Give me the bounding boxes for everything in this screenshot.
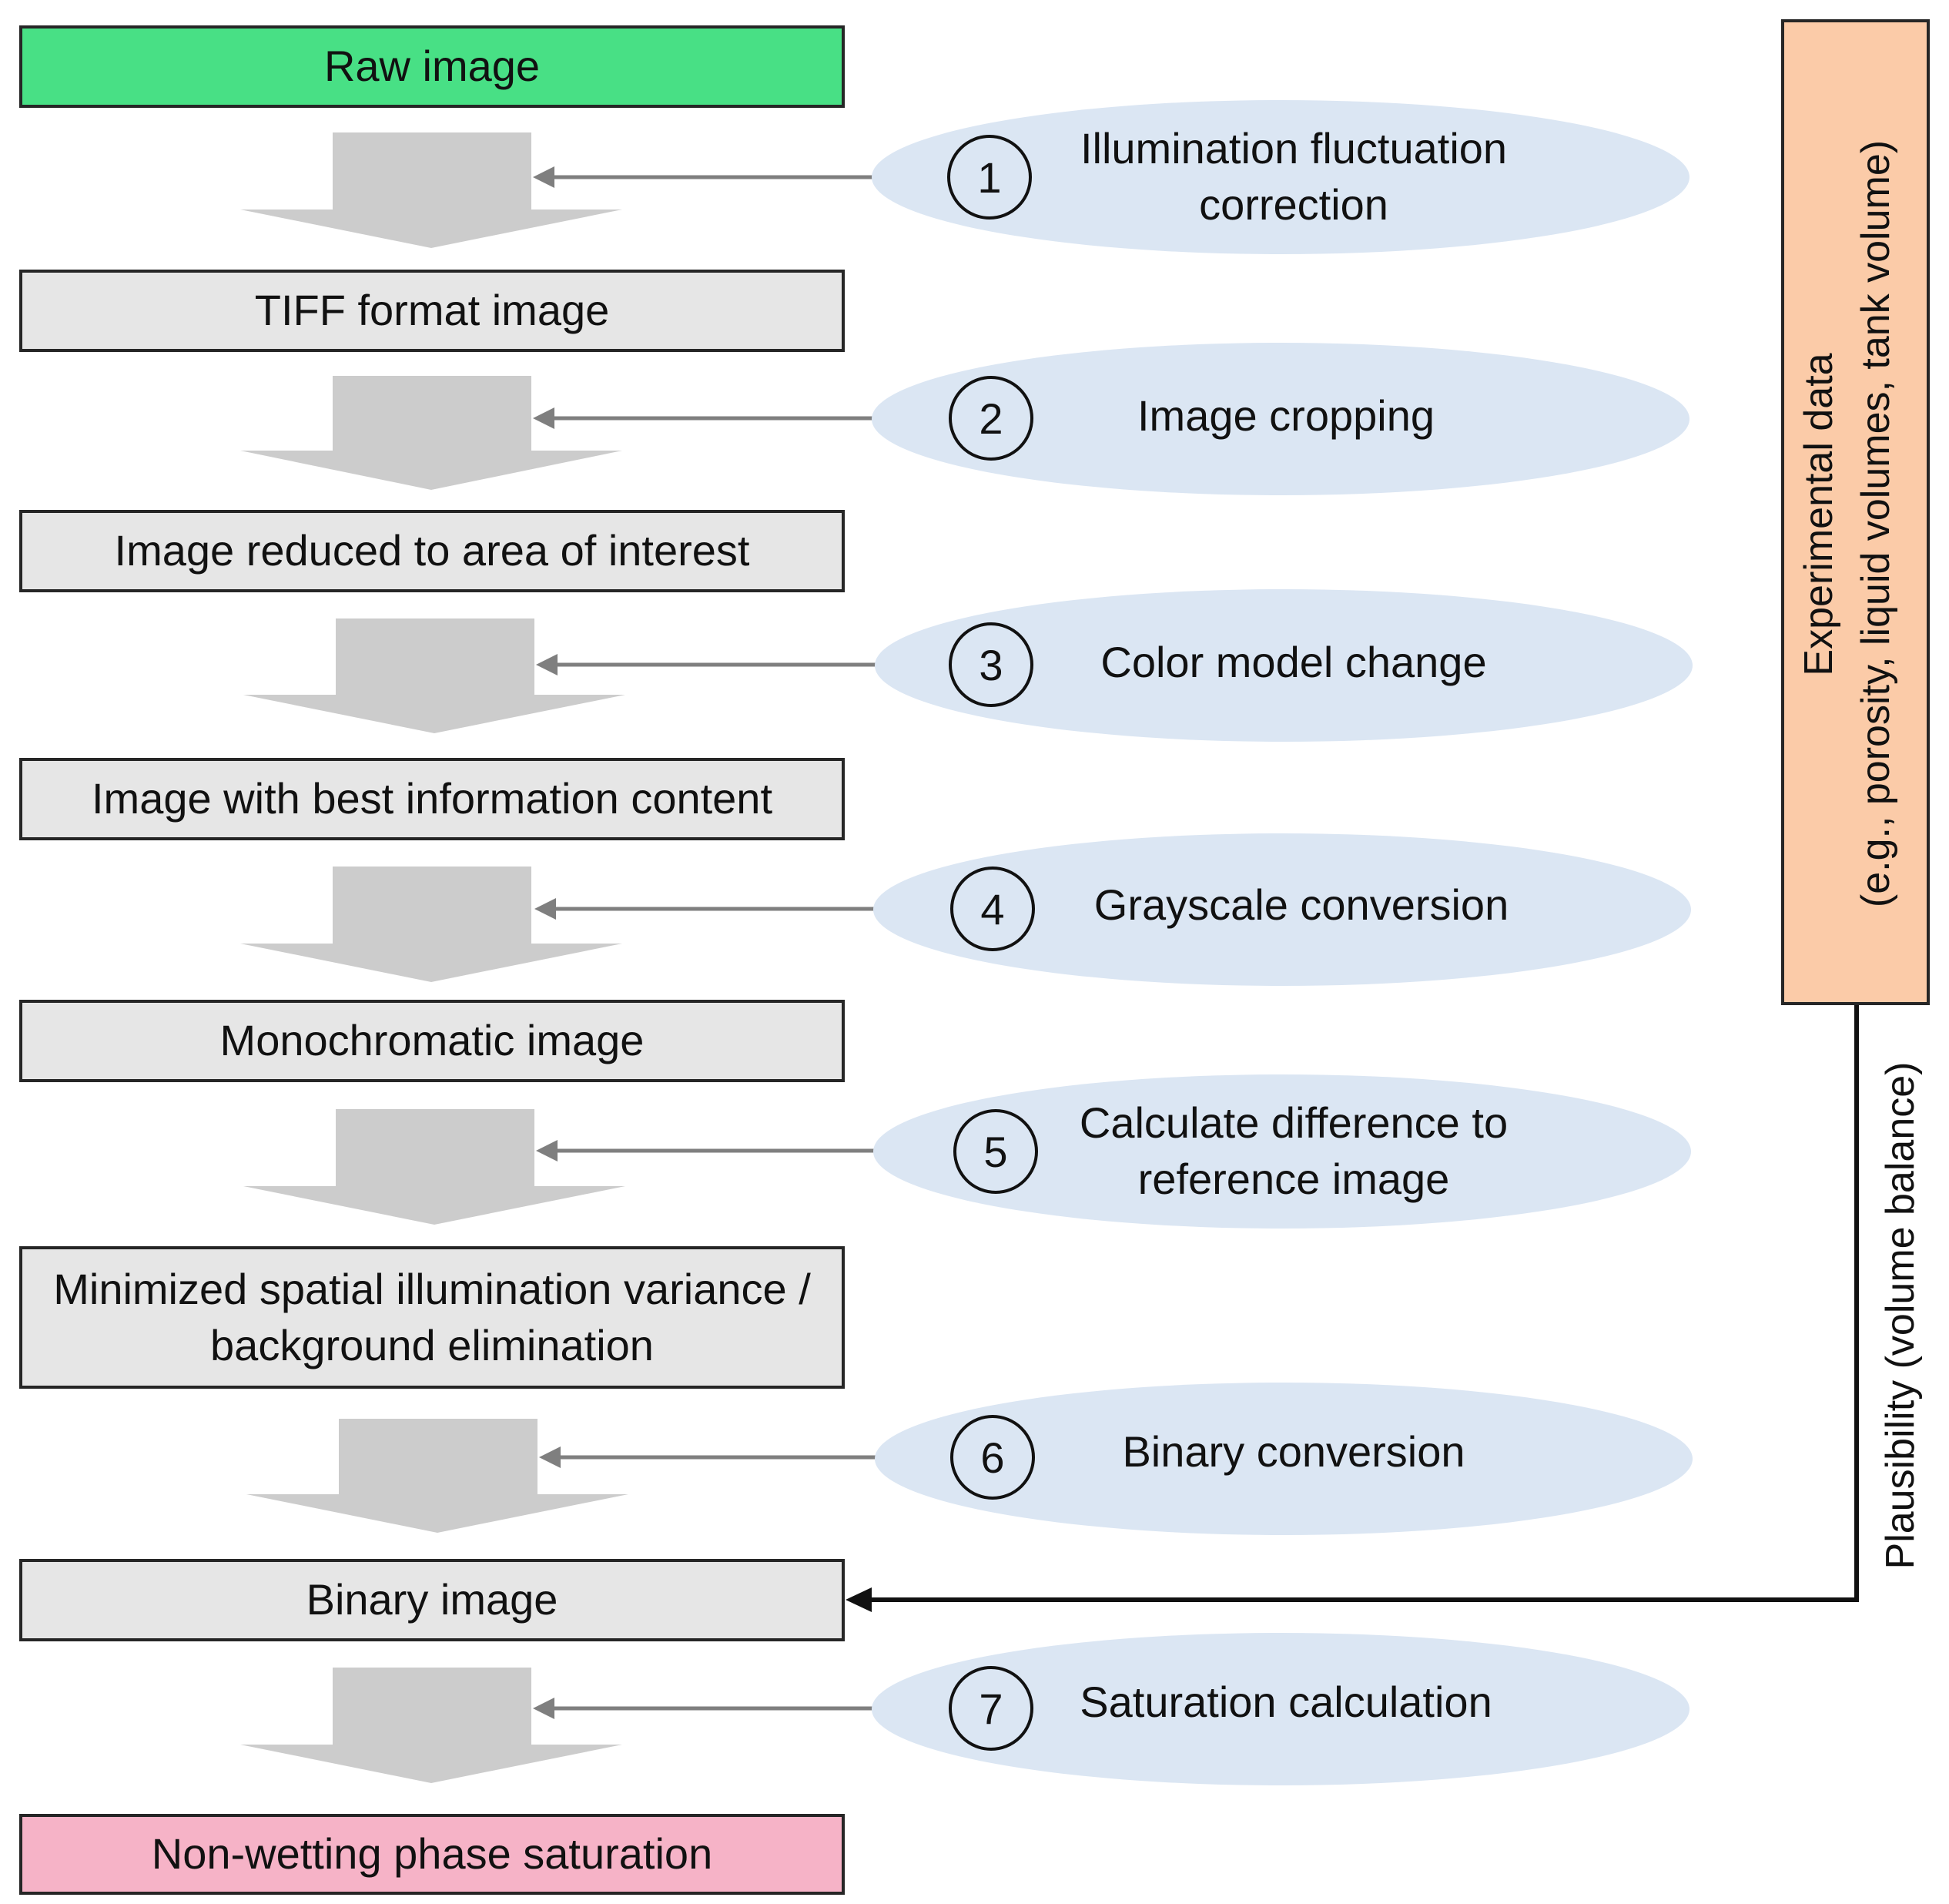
step-label-6: Binary conversion xyxy=(1122,1426,1465,1476)
box-raw-image: Raw image xyxy=(19,25,845,108)
step-number-3: 3 xyxy=(949,622,1033,707)
down-arrow-7 xyxy=(240,1668,622,1783)
step-label-2: Image cropping xyxy=(1137,391,1435,440)
down-arrow-4 xyxy=(240,867,622,982)
box-background-elimination-label: Minimized spatial illumination variance … xyxy=(53,1264,811,1369)
box-background-elimination: Minimized spatial illumination variance … xyxy=(19,1246,845,1389)
box-tiff-image: TIFF format image xyxy=(19,270,845,352)
box-monochromatic-image-label: Monochromatic image xyxy=(219,1016,645,1065)
box-non-wetting-saturation-label: Non-wetting phase saturation xyxy=(151,1829,713,1879)
down-arrow-1 xyxy=(240,132,622,248)
experimental-data-title: Experimental data xyxy=(1797,353,1841,676)
box-best-information: Image with best information content xyxy=(19,758,845,840)
step-number-7: 7 xyxy=(949,1666,1033,1751)
plausibility-feedback-arrow xyxy=(846,1005,1859,1612)
box-binary-image: Binary image xyxy=(19,1559,845,1641)
experimental-data-box xyxy=(1781,19,1930,1005)
step-label-4: Grayscale conversion xyxy=(1093,880,1509,929)
experimental-data-detail: (e.g., porosity, liquid volumes, tank vo… xyxy=(1854,139,1898,908)
down-arrow-2 xyxy=(240,376,622,490)
down-arrow-6 xyxy=(246,1419,628,1533)
connector-2 xyxy=(533,407,874,429)
down-arrow-3 xyxy=(243,618,625,733)
connector-3 xyxy=(536,654,877,675)
box-tiff-image-label: TIFF format image xyxy=(254,286,610,335)
step-label-3: Color model change xyxy=(1100,637,1487,686)
box-raw-image-label: Raw image xyxy=(323,42,541,91)
box-non-wetting-saturation: Non-wetting phase saturation xyxy=(19,1814,845,1895)
box-binary-image-label: Binary image xyxy=(306,1575,558,1624)
box-area-of-interest-label: Image reduced to area of interest xyxy=(114,526,750,575)
connector-1 xyxy=(533,166,874,188)
step-number-2: 2 xyxy=(949,376,1033,461)
connector-7 xyxy=(533,1698,874,1719)
step-number-1: 1 xyxy=(947,135,1032,220)
step-label-5: Calculate difference to reference image xyxy=(1079,1098,1509,1203)
down-arrow-5 xyxy=(243,1109,625,1225)
box-area-of-interest: Image reduced to area of interest xyxy=(19,510,845,592)
step-number-4: 4 xyxy=(950,867,1035,951)
step-label-7: Saturation calculation xyxy=(1080,1677,1492,1726)
step-number-6: 6 xyxy=(950,1415,1035,1500)
connector-5 xyxy=(536,1140,876,1162)
connector-6 xyxy=(539,1446,877,1468)
plausibility-label: Plausibility (volume balance) xyxy=(1878,1061,1923,1570)
step-label-1: Illumination fluctuation correction xyxy=(1080,124,1508,229)
step-number-5: 5 xyxy=(953,1109,1038,1194)
connector-4 xyxy=(534,898,876,920)
box-monochromatic-image: Monochromatic image xyxy=(19,1000,845,1082)
box-best-information-label: Image with best information content xyxy=(91,774,773,823)
